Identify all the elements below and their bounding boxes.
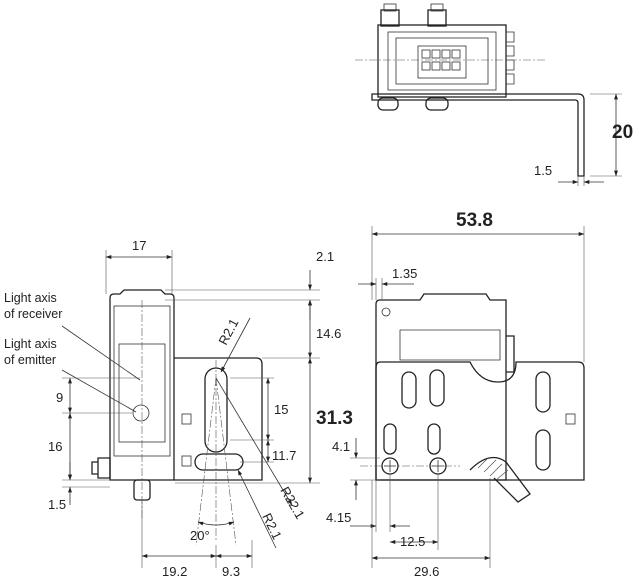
- dim-front-9: 9: [56, 390, 63, 405]
- top-view: 20 1.5: [355, 3, 633, 186]
- dim-front-radius-bottom: R2.1: [259, 511, 285, 542]
- top-view-terminal-grid: [421, 49, 461, 71]
- dim-front-total-height: 31.3: [316, 408, 353, 429]
- dim-side-4-1: 4.1: [332, 439, 350, 454]
- top-view-face-inner: [395, 37, 489, 85]
- dim-side-12-5: 12.5: [400, 534, 425, 549]
- side-view-hatch: [477, 457, 509, 481]
- dim-front-2-1: 2.1: [316, 249, 334, 264]
- dim-front-15: 15: [274, 402, 288, 417]
- dim-side-1-35: 1.35: [392, 266, 417, 281]
- top-view-bracket: [371, 93, 585, 177]
- leader-receiver: [61, 325, 141, 381]
- dim-side-29-6: 29.6: [414, 564, 439, 579]
- side-view-body: [375, 293, 507, 481]
- top-view-face: [387, 31, 497, 91]
- front-view-square-hole-2: [181, 455, 192, 467]
- dim-top-thickness: 1.5: [534, 163, 552, 178]
- front-view-side-screw: [91, 457, 111, 479]
- top-view-connector: [417, 45, 467, 79]
- dim-front-16: 16: [48, 439, 62, 454]
- dim-front-19-2: 19.2: [162, 564, 187, 579]
- side-view-inner-window: [399, 329, 501, 361]
- top-view-screw-heads: [377, 3, 449, 111]
- emitter-lens-icon: [132, 404, 150, 422]
- dim-front-11-7: 11.7: [272, 448, 296, 463]
- front-view-body: [109, 289, 175, 481]
- dim-front-radius-22: R22.1: [277, 484, 307, 522]
- dim-front-angle: 20°: [190, 528, 210, 543]
- side-view: 53.8 1.35 4.1 4.15 12.5 29.6: [326, 210, 585, 579]
- dim-front-14-6: 14.6: [316, 326, 341, 341]
- front-view: 17 2.1 14.6 31.3 15 11.7 R2.1 R22.1 R2.1…: [4, 238, 353, 579]
- dim-front-9-3: 9.3: [222, 564, 240, 579]
- top-view-body: [377, 24, 507, 98]
- dim-front-1-5: 1.5: [48, 497, 66, 512]
- dim-front-width-top: 17: [132, 238, 146, 253]
- label-receiver-line-1: Light axis: [4, 291, 57, 305]
- side-view-cable-cutout: [469, 456, 531, 503]
- side-view-corner-hole: [381, 307, 391, 317]
- front-view-slot-arc: [194, 453, 244, 471]
- dim-top-height: 20: [612, 122, 633, 143]
- side-view-slots: [383, 369, 551, 471]
- front-view-square-hole: [181, 413, 192, 425]
- top-view-side-tabs: [506, 31, 515, 85]
- front-view-bracket: [174, 357, 263, 481]
- leader-emitter: [61, 369, 137, 413]
- label-emitter-line-1: Light axis: [4, 337, 57, 351]
- front-view-angle-lines: [195, 377, 237, 546]
- dim-front-radius-top: R2.1: [215, 316, 241, 347]
- side-view-tab: [506, 335, 515, 373]
- dim-side-total-width: 53.8: [456, 210, 493, 231]
- side-view-bracket: [375, 361, 585, 481]
- label-emitter-line-2: of emitter: [4, 353, 56, 367]
- dim-side-4-15: 4.15: [326, 510, 351, 525]
- label-receiver-line-2: of receiver: [4, 307, 62, 321]
- side-view-square-hole: [565, 413, 576, 425]
